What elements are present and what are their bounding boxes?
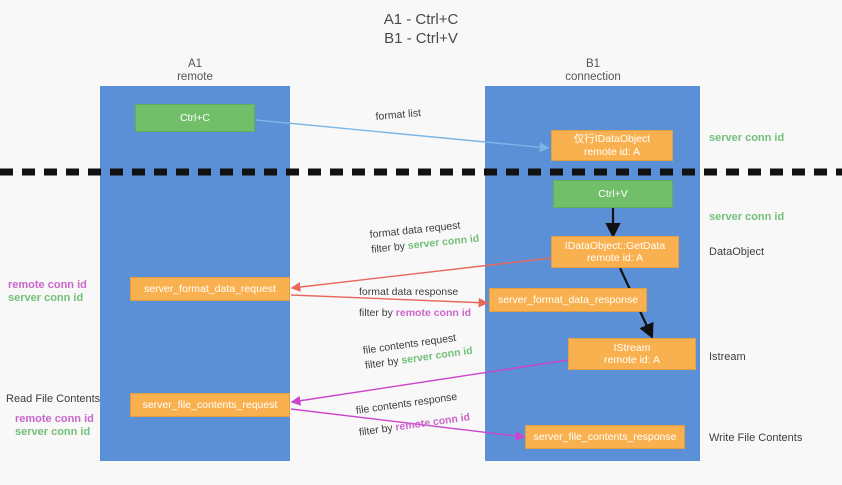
annot-file-contents-request-prefix: filter by (364, 354, 403, 372)
box-server-file-contents-request-label: server_file_contents_request (142, 398, 278, 411)
box-getdata-line1: IDataObject::GetData (564, 239, 666, 252)
lane-a1-name: A1 (187, 58, 203, 70)
box-idataobject-top-line1: 仅行IDataObject (573, 133, 651, 145)
lane-header-b1: B1 connection (528, 58, 658, 84)
box-server-format-data-response[interactable]: server_format_data_response (489, 288, 647, 312)
right-label-istream: Istream (709, 351, 746, 363)
left-label-remote-conn-id-1: remote conn id (8, 279, 87, 291)
annot-format-data-request-prefix: filter by (370, 240, 409, 256)
annot-format-list: format list (375, 107, 422, 123)
box-ctrl-v[interactable]: Ctrl+V (553, 180, 673, 208)
annot-format-data-response-line1: format data response (359, 286, 459, 298)
annot-format-data-response-line2: filter by remote conn id (359, 306, 471, 321)
lane-header-a1: A1 remote (130, 58, 260, 84)
annot-file-contents-response-prefix: filter by (358, 421, 397, 439)
box-server-format-data-request[interactable]: server_format_data_request (130, 277, 290, 301)
box-server-format-data-request-label: server_format_data_request (144, 282, 276, 295)
lane-b1-name: B1 (585, 58, 601, 70)
box-getdata[interactable]: IDataObject::GetData remote id: A (551, 236, 679, 268)
box-ctrl-v-label: Ctrl+V (598, 187, 628, 200)
box-idataobject-top[interactable]: 仅行IDataObject remote id: A (551, 130, 673, 161)
box-server-file-contents-request[interactable]: server_file_contents_request (130, 393, 290, 417)
right-label-dataobject: DataObject (709, 246, 765, 258)
box-ctrl-c-label: Ctrl+C (179, 111, 211, 124)
box-idataobject-top-line2: remote id: A (583, 145, 641, 158)
annot-file-contents-response-value: remote conn id (394, 411, 471, 434)
lane-b1-sub: connection (565, 71, 621, 83)
annot-file-contents-response: file contents response filter by remote … (355, 388, 471, 440)
left-label-read-file-contents: Read File Contents (6, 393, 101, 405)
right-label-write-file-contents: Write File Contents (709, 432, 803, 444)
left-label-server-conn-id-1: server conn id (8, 292, 84, 304)
annot-format-data-request: format data request filter by server con… (369, 217, 480, 258)
title-line-2: B1 - Ctrl+V (384, 30, 458, 47)
box-istream-line1: IStream (613, 341, 651, 354)
box-server-file-contents-response-label: server_file_contents_response (533, 430, 677, 443)
left-label-server-conn-id-2: server conn id (15, 426, 91, 438)
page-title: A1 - Ctrl+C B1 - Ctrl+V (0, 10, 842, 48)
left-label-remote-conn-id-2: remote conn id (15, 413, 94, 425)
title-line-1: A1 - Ctrl+C (383, 11, 459, 28)
box-istream[interactable]: IStream remote id: A (568, 338, 696, 370)
annot-format-data-response-prefix: filter by (359, 307, 396, 319)
box-server-format-data-response-label: server_format_data_response (497, 293, 639, 306)
box-istream-line2: remote id: A (603, 354, 661, 366)
right-label-server-conn-id-top: server conn id (709, 132, 785, 144)
annot-format-data-response: format data response filter by remote co… (359, 285, 471, 321)
box-server-file-contents-response[interactable]: server_file_contents_response (525, 425, 685, 449)
lane-a1-sub: remote (177, 71, 213, 83)
annot-file-contents-request: file contents request filter by server c… (362, 329, 474, 374)
box-getdata-line2: remote id: A (586, 252, 644, 264)
box-ctrl-c[interactable]: Ctrl+C (135, 104, 255, 132)
annot-format-data-response-value: remote conn id (395, 307, 472, 319)
right-label-server-conn-id-mid: server conn id (709, 211, 785, 223)
